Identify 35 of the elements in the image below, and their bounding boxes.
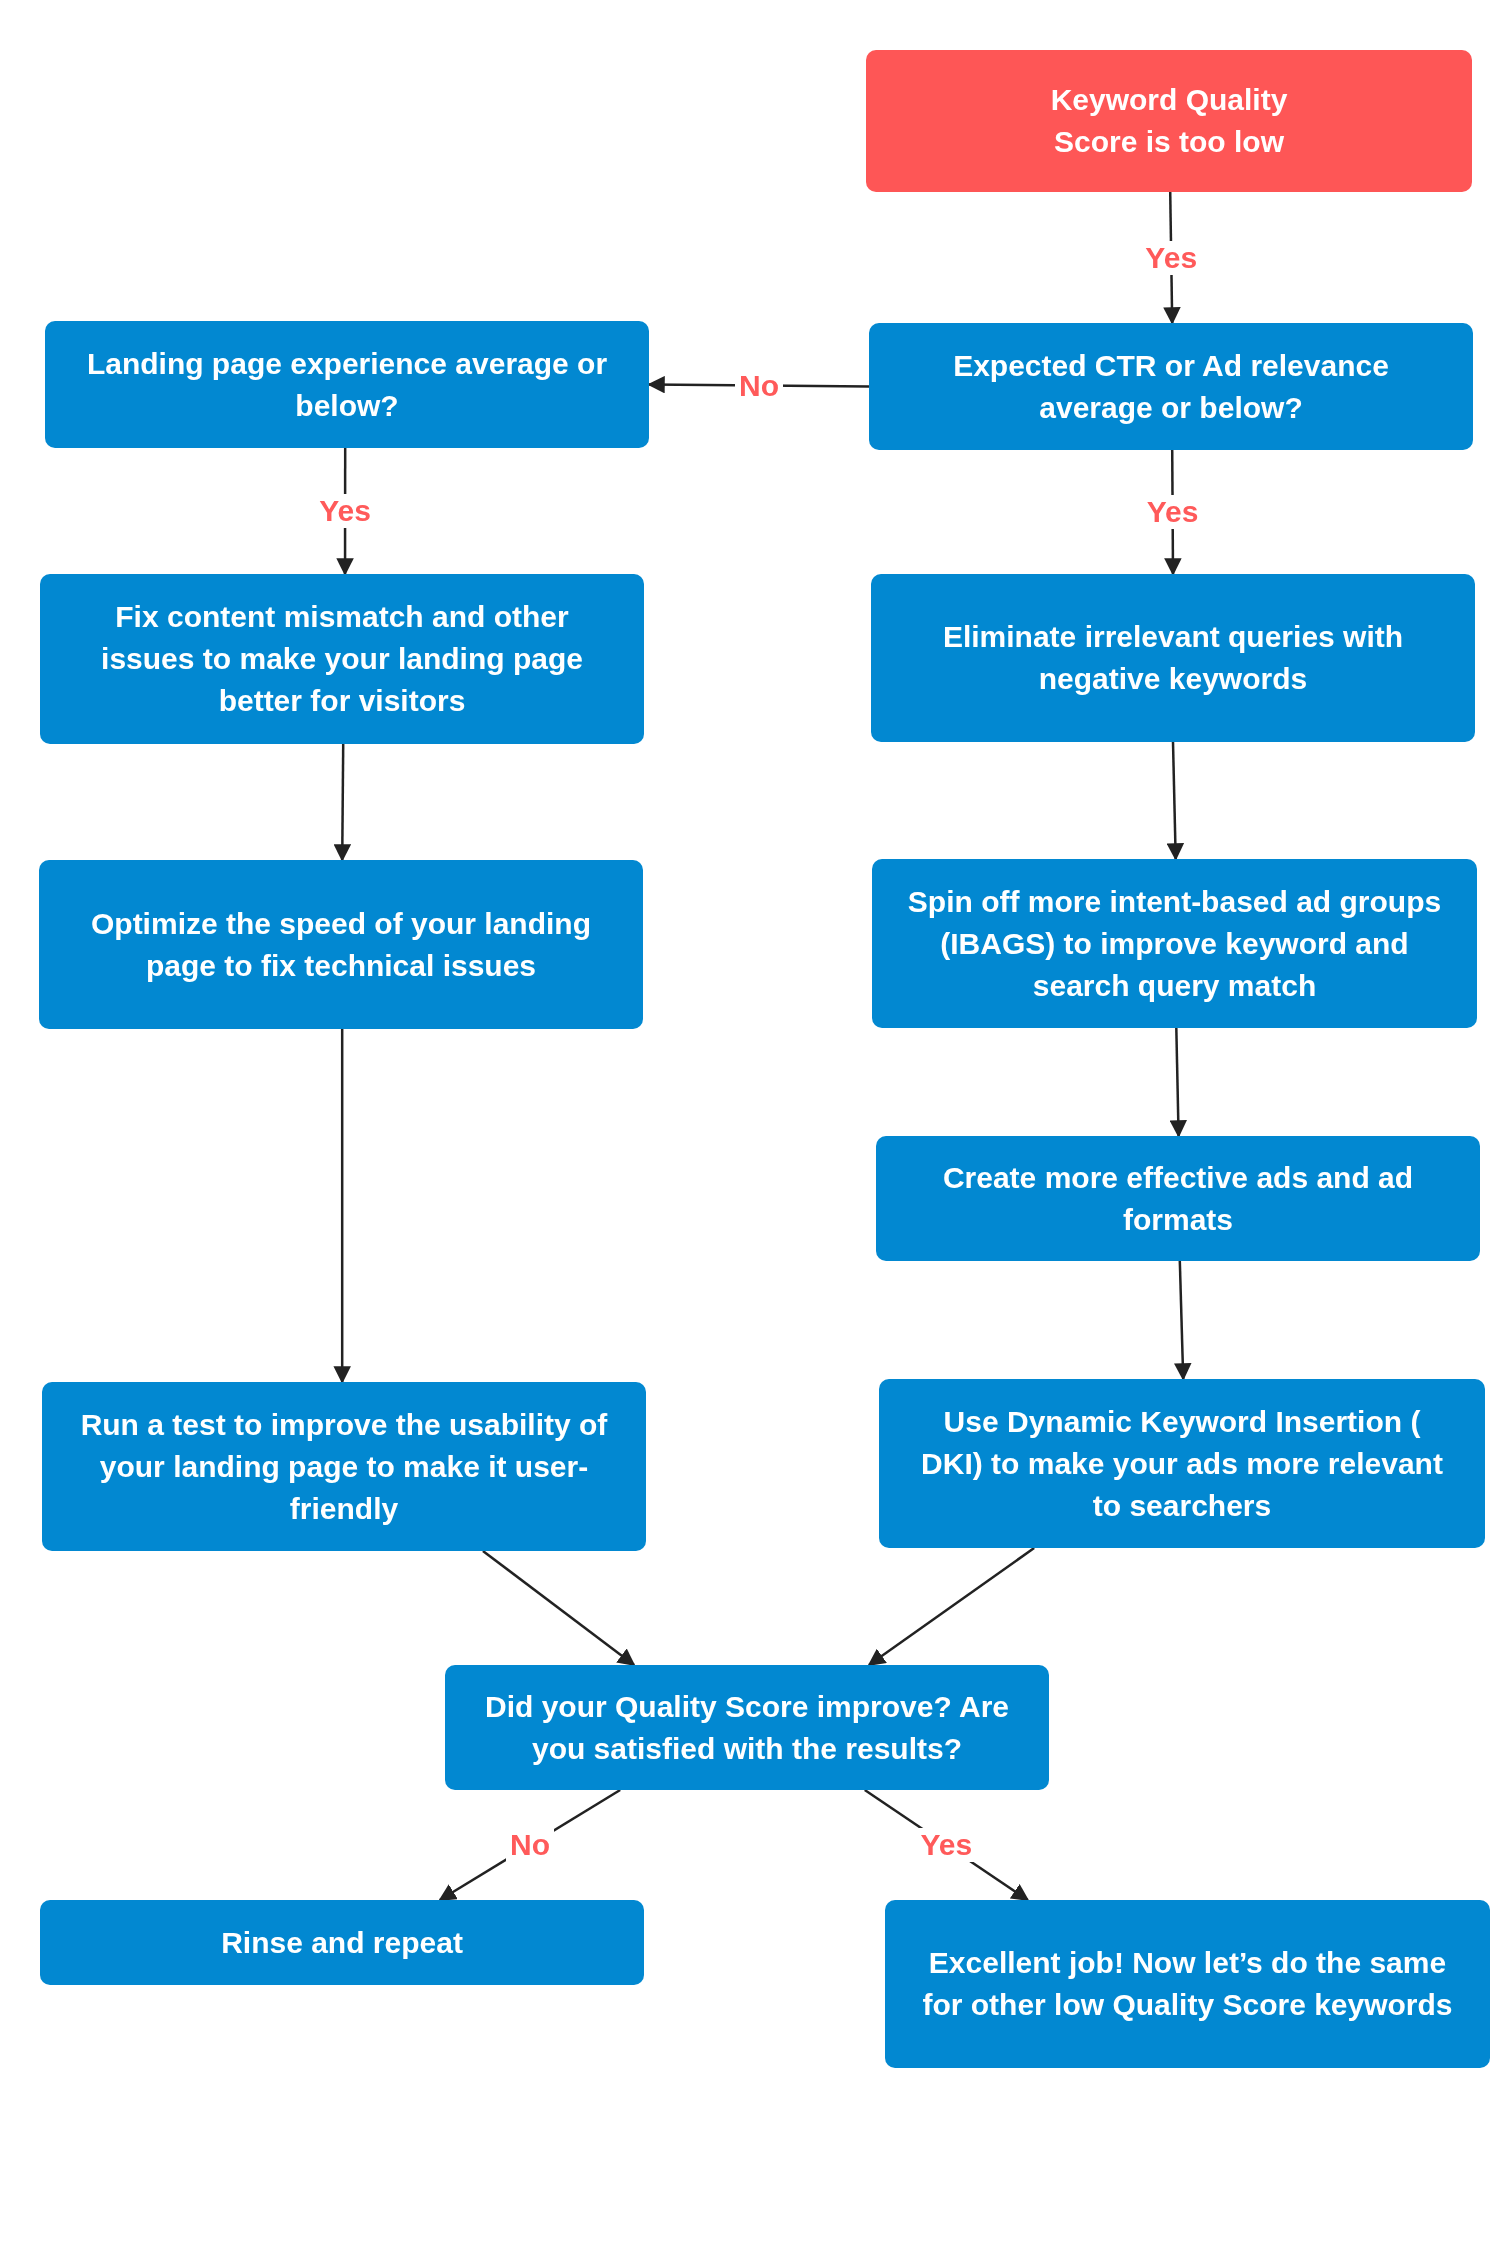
edge-label: Yes xyxy=(916,1828,977,1862)
box-text: Keyword Quality Score is too low xyxy=(1049,82,1289,160)
arrow xyxy=(333,744,352,862)
box-text: Spin off more intent-based ad groups (IBAGS) to improve keyword and search query match xyxy=(906,883,1443,1004)
edge-label: No xyxy=(506,1828,554,1862)
box-text: Excellent job! Now let’s do the same for other low Quality Score keywords xyxy=(921,1945,1454,2023)
process-box xyxy=(876,1136,1480,1261)
process-box xyxy=(40,1900,644,1985)
process-box xyxy=(445,1665,1049,1790)
box-text: Fix content mismatch and other issues to make your landing page better for visitors xyxy=(100,599,584,719)
arrow xyxy=(482,1550,636,1667)
start-box xyxy=(866,50,1472,192)
arrow xyxy=(1166,741,1185,861)
box-text: Eliminate irrelevant queries with negative keywords xyxy=(941,619,1405,697)
process-box xyxy=(871,574,1475,742)
process-box xyxy=(42,1382,646,1551)
arrow xyxy=(1174,1260,1192,1381)
process-box xyxy=(39,860,643,1029)
box-text: Create more effective ads and ad formats xyxy=(941,1159,1415,1238)
box-text: Optimize the speed of your landing page to fix technical issues xyxy=(89,905,592,984)
box-text: Expected CTR or Ad relevance average or below? xyxy=(952,347,1390,426)
box-text: Use Dynamic Keyword Insertion ( DKI) to make your ads more relevant to searchers xyxy=(920,1403,1444,1524)
arrow xyxy=(1169,1027,1187,1138)
process-box xyxy=(872,859,1477,1028)
process-box xyxy=(45,321,649,448)
box-text: Did your Quality Score improve? Are you satisfied with the results? xyxy=(484,1688,1010,1767)
process-box xyxy=(40,574,644,744)
process-box xyxy=(869,323,1473,450)
arrow xyxy=(333,1029,351,1384)
box-text: Rinse and repeat xyxy=(221,1924,463,1961)
box-text: Run a test to improve the usability of your landing page to make it user-friendly xyxy=(79,1406,609,1527)
process-box xyxy=(885,1900,1490,2068)
arrow xyxy=(867,1546,1035,1667)
box-text: Landing page experience average or below? xyxy=(85,345,609,424)
process-box xyxy=(879,1379,1485,1548)
